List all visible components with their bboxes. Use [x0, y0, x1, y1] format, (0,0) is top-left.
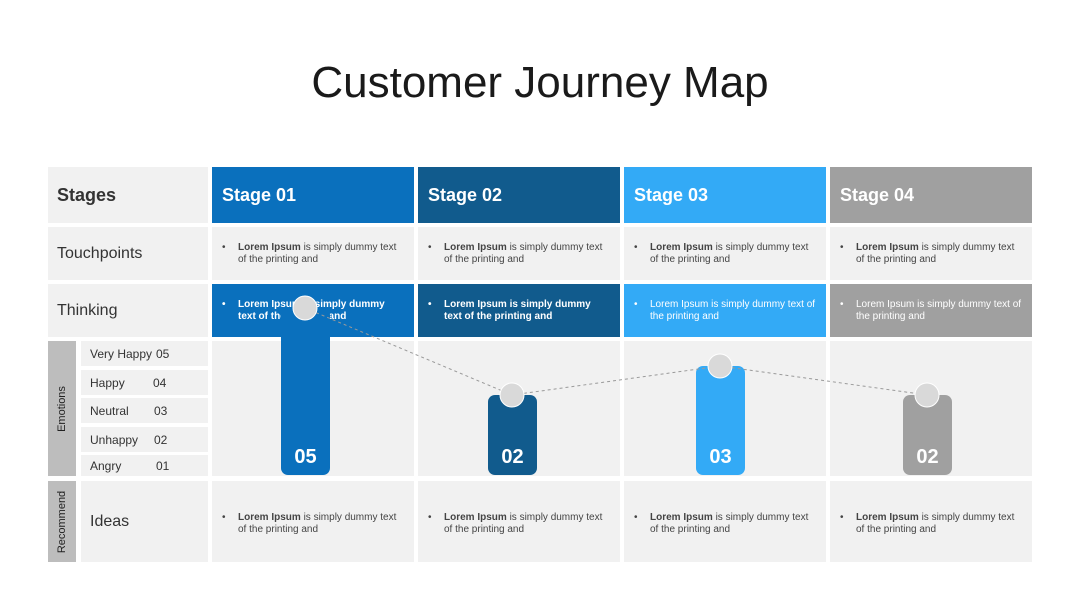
idea-bold: Lorem Ipsum — [650, 512, 713, 523]
bullet: • — [634, 512, 638, 523]
emotion-connector-segment — [304, 307, 513, 396]
stage-04-header: Stage 04 — [830, 167, 1032, 223]
emotion-connector-segment — [719, 365, 928, 396]
emotion-scale-value: 01 — [156, 458, 170, 473]
emotion-bar-stage-04: 02 — [903, 395, 952, 475]
idea-text: is simply dummy text of the printing and — [238, 512, 397, 535]
emotion-connector-segment — [511, 365, 721, 396]
touchpoint-text: is simply dummy text of the printing and — [238, 242, 397, 265]
stage-02-header: Stage 02 — [418, 167, 620, 223]
bullet: • — [840, 299, 844, 310]
emotion-scale-happy: Happy 04 — [81, 370, 208, 395]
emotion-scale-name: Unhappy — [90, 432, 139, 447]
emotion-scale-unhappy: Unhappy 02 — [81, 427, 208, 452]
stages-header-label: Stages — [48, 167, 208, 223]
idea-text: is simply dummy text of the printing and — [650, 512, 809, 535]
bullet: • — [840, 242, 844, 253]
stage-04-touchpoint: • Lorem Ipsum is simply dummy text of the… — [830, 227, 1032, 280]
bullet: • — [634, 242, 638, 253]
stage-02-touchpoint: • Lorem Ipsum is simply dummy text of the… — [418, 227, 620, 280]
bullet: • — [840, 512, 844, 523]
emotion-marker — [707, 353, 733, 379]
idea-text: is simply dummy text of the printing and — [856, 512, 1015, 535]
emotion-scale-value: 02 — [154, 432, 168, 447]
emotion-scale-value: 04 — [153, 375, 167, 390]
emotion-scale-name: Very Happy — [90, 346, 153, 361]
emotion-scale-very-happy: Very Happy 05 — [81, 341, 208, 366]
page-title: Customer Journey Map — [311, 58, 769, 107]
stage-03-thinking: • Lorem Ipsum is simply dummy text of the… — [624, 284, 826, 337]
stage-01-idea: • Lorem Ipsum is simply dummy text of the… — [212, 481, 414, 562]
emotion-bar-stage-01: 05 — [281, 308, 330, 475]
emotion-marker — [914, 382, 940, 408]
touchpoint-bold: Lorem Ipsum — [650, 242, 713, 253]
emotion-bar-value: 03 — [709, 446, 732, 468]
bullet: • — [222, 242, 226, 253]
bullet: • — [222, 512, 226, 523]
idea-bold: Lorem Ipsum — [444, 512, 507, 523]
emotion-bar-stage-02: 02 — [488, 395, 537, 475]
touchpoint-text: is simply dummy text of the printing and — [650, 242, 809, 265]
touchpoints-row-label: Touchpoints — [48, 227, 208, 280]
emotion-marker — [292, 295, 318, 321]
touchpoint-bold: Lorem Ipsum — [444, 242, 507, 253]
thinking-text: Lorem Ipsum is simply dummy text of the … — [856, 299, 1022, 322]
touchpoint-bold: Lorem Ipsum — [238, 242, 301, 253]
emotion-scale-name: Neutral — [90, 403, 129, 418]
emotion-scale-neutral: Neutral 03 — [81, 398, 208, 423]
stage-04-thinking: • Lorem Ipsum is simply dummy text of the… — [830, 284, 1032, 337]
stage-02-idea: • Lorem Ipsum is simply dummy text of the… — [418, 481, 620, 562]
bullet: • — [222, 299, 226, 310]
bullet: • — [634, 299, 638, 310]
stage-01-header: Stage 01 — [212, 167, 414, 223]
emotion-scale-name: Angry — [90, 458, 122, 473]
emotion-bar-value: 02 — [501, 446, 524, 468]
recommend-vertical-label: Recommend — [48, 481, 76, 562]
emotion-scale-name: Happy — [90, 375, 125, 390]
emotion-bar-value: 05 — [294, 446, 317, 468]
emotion-bar-value: 02 — [916, 446, 939, 468]
idea-text: is simply dummy text of the printing and — [444, 512, 603, 535]
stage-03-touchpoint: • Lorem Ipsum is simply dummy text of the… — [624, 227, 826, 280]
emotion-bar-stage-03: 03 — [696, 366, 745, 475]
bullet: • — [428, 512, 432, 523]
ideas-row-label: Ideas — [81, 481, 208, 562]
emotion-scale-angry: Angry 01 — [81, 455, 208, 476]
thinking-row-label: Thinking — [48, 284, 208, 337]
emotion-marker — [499, 382, 525, 408]
idea-bold: Lorem Ipsum — [856, 512, 919, 523]
bullet: • — [428, 299, 432, 310]
emotion-scale-value: 03 — [154, 403, 168, 418]
idea-bold: Lorem Ipsum — [238, 512, 301, 523]
emotions-vertical-label: Emotions — [48, 341, 76, 476]
touchpoint-text: is simply dummy text of the printing and — [856, 242, 1015, 265]
stage-01-touchpoint: • Lorem Ipsum is simply dummy text of the… — [212, 227, 414, 280]
touchpoint-bold: Lorem Ipsum — [856, 242, 919, 253]
bullet: • — [428, 242, 432, 253]
stage-03-header: Stage 03 — [624, 167, 826, 223]
stage-02-thinking: • Lorem Ipsum is simply dummy text of the… — [418, 284, 620, 337]
stage-04-idea: • Lorem Ipsum is simply dummy text of the… — [830, 481, 1032, 562]
stage-03-idea: • Lorem Ipsum is simply dummy text of the… — [624, 481, 826, 562]
touchpoint-text: is simply dummy text of the printing and — [444, 242, 603, 265]
emotion-scale-value: 05 — [156, 346, 170, 361]
thinking-text: Lorem Ipsum is simply dummy text of the … — [444, 299, 591, 322]
thinking-text: Lorem Ipsum is simply dummy text of the … — [650, 299, 816, 322]
